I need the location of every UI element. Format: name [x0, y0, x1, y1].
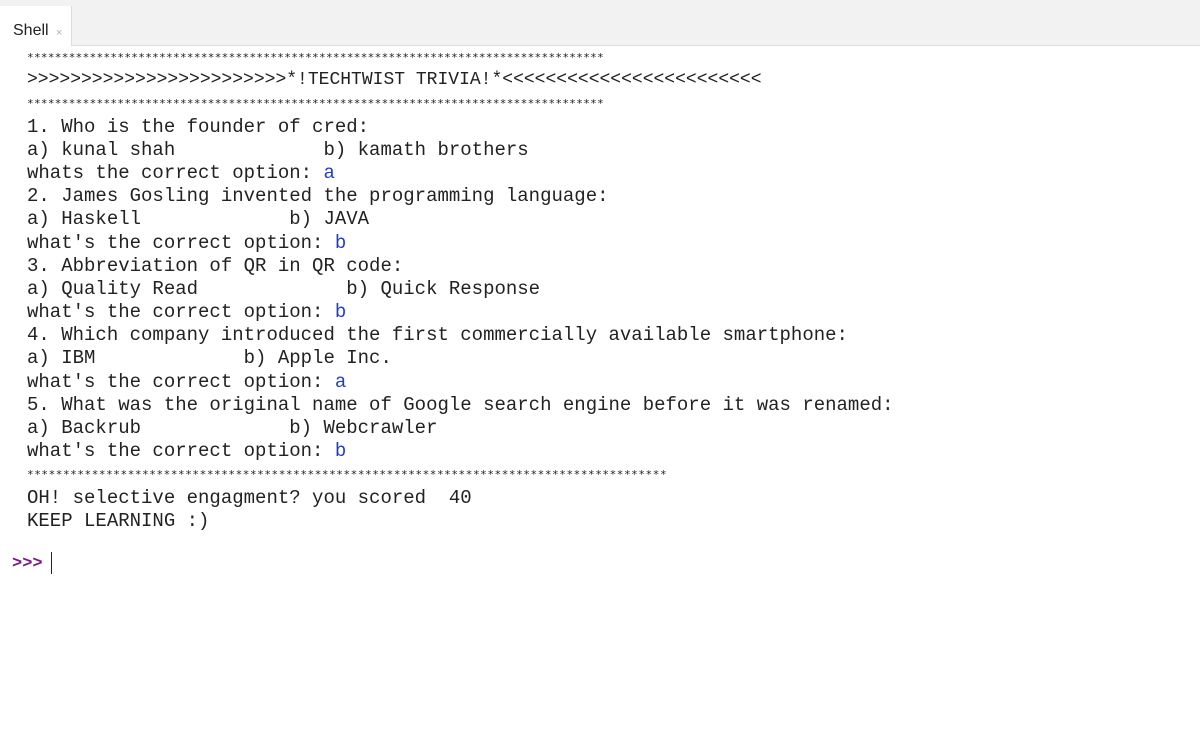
- answer-prompt-5: what's the correct option:: [27, 440, 335, 463]
- banner-stars-bottom: ****************************************…: [27, 97, 605, 111]
- user-answer-1: a: [323, 161, 335, 184]
- options-1: a) kunal shah b) kamath brothers: [27, 138, 529, 161]
- banner-stars-top: ****************************************…: [27, 51, 605, 64]
- question-2: 2. James Gosling invented the programmin…: [27, 185, 609, 208]
- answer-prompt-4: what's the correct option:: [27, 370, 335, 393]
- answer-line-1: whats the correct option: a: [27, 162, 1187, 185]
- question-1: 1. Who is the founder of cred:: [27, 115, 370, 138]
- user-answer-4: a: [334, 370, 347, 393]
- shell-output[interactable]: ****************************************…: [27, 46, 1187, 533]
- banner-title: >>>>>>>>>>>>>>>>>>>>>>>>*!TECHTWIST TRIV…: [27, 70, 762, 91]
- answer-prompt-3: what's the correct option:: [27, 301, 335, 324]
- options-4: a) IBM b) Apple Inc.: [27, 347, 392, 370]
- options-2: a) Haskell b) JAVA: [27, 208, 370, 231]
- user-answer-5: b: [334, 440, 347, 463]
- options-3: a) Quality Read b) Quick Response: [27, 277, 541, 300]
- footer-stars: ****************************************…: [27, 468, 668, 482]
- answer-line-5: what's the correct option: b: [27, 440, 1187, 463]
- tab-label: Shell: [13, 22, 49, 39]
- user-answer-2: b: [334, 231, 347, 254]
- answer-line-2: what's the correct option: b: [27, 232, 1187, 255]
- question-3: 3. Abbreviation of QR in QR code:: [27, 254, 404, 277]
- tab-bar: Shell ×: [0, 0, 1200, 46]
- user-answer-3: b: [334, 301, 347, 324]
- answer-prompt-1: whats the correct option:: [27, 161, 324, 184]
- score-result: OH! selective engagment? you scored 40: [27, 486, 472, 509]
- console-input-row[interactable]: >>>: [12, 552, 52, 576]
- tab-shell[interactable]: Shell ×: [0, 6, 72, 46]
- answer-line-4: what's the correct option: a: [27, 371, 1187, 394]
- answer-line-3: what's the correct option: b: [27, 301, 1187, 324]
- question-5: 5. What was the original name of Google …: [27, 393, 894, 416]
- options-5: a) Backrub b) Webcrawler: [27, 417, 438, 439]
- answer-prompt-2: what's the correct option:: [27, 231, 335, 254]
- close-icon[interactable]: ×: [56, 27, 63, 39]
- question-4: 4. Which company introduced the first co…: [27, 324, 848, 347]
- console-prompt: >>>: [12, 554, 43, 574]
- text-cursor: [50, 552, 52, 574]
- closing-message: KEEP LEARNING :): [27, 509, 210, 532]
